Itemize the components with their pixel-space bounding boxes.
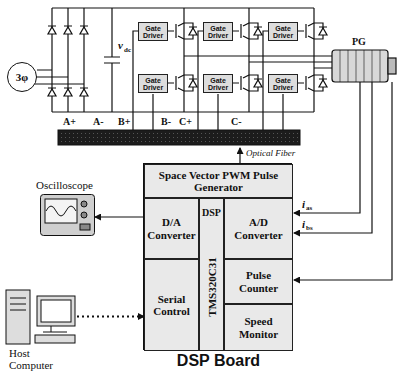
diode-symbol (254, 27, 262, 35)
motor-body (332, 50, 388, 82)
terminal-label: A+ (62, 117, 77, 127)
dsp-block: Serial Control (144, 259, 199, 351)
dc-capacitor (104, 8, 120, 112)
diode-symbol (48, 88, 56, 96)
encoder (388, 58, 396, 74)
igbt-symbol (233, 23, 258, 39)
dsp-block: Space Vector PWM Pulse Generator (144, 164, 293, 198)
diode-symbol (189, 79, 197, 87)
igbt-symbol (168, 23, 193, 39)
gate-driver-label: Gate Driver (270, 25, 296, 39)
encoder-wire (294, 82, 392, 280)
dsp-board: DSP BoardSpace Vector PWM Pulse Generato… (143, 163, 292, 350)
dsp-block: D/A Converter (144, 198, 199, 259)
ac-input-wire (34, 70, 84, 84)
gate-driver-box: Gate Driver (203, 74, 233, 93)
gate-driver-box: Gate Driver (268, 74, 298, 93)
host-computer-icon: Host Computer (5, 288, 77, 345)
subscript: bs (306, 225, 313, 232)
diode-symbol (48, 26, 56, 34)
terminal-label: B+ (117, 117, 131, 127)
ac-source-circle: 3φ (7, 62, 37, 92)
computer-drawing (5, 288, 77, 345)
igbt-symbol (298, 75, 323, 91)
dc-rail (52, 8, 314, 112)
diode-symbol (254, 79, 262, 87)
gate-signal-wire (133, 31, 283, 130)
current-label: i (302, 199, 305, 210)
diode-symbol (80, 26, 88, 34)
gate-interface-bar (58, 130, 300, 145)
terminal-label: A- (92, 117, 105, 127)
source-label: 3φ (16, 71, 28, 83)
host-computer-label: Host Computer (9, 347, 69, 371)
block-label: A/D Converter (226, 216, 291, 240)
oscilloscope-icon: Oscilloscope (40, 194, 95, 236)
gate-driver-label: Gate Driver (140, 25, 166, 39)
inverter-leg (184, 8, 314, 112)
current-sense-wire (294, 82, 372, 233)
dsp-label: DSP (202, 207, 221, 218)
motor-fins (340, 50, 380, 82)
block-label: D/A Converter (146, 216, 197, 240)
signal-line (95, 216, 144, 217)
block-label: Speed Monitor (226, 315, 291, 339)
dsp-block: Pulse Counter (224, 259, 293, 304)
diode-symbol (80, 88, 88, 96)
dsp-block: Speed Monitor (224, 304, 293, 351)
block-label: Serial Control (146, 293, 197, 317)
block-label: Pulse Counter (226, 269, 291, 293)
gate-driver-box: Gate Driver (268, 22, 298, 41)
current-sense-wire (294, 82, 360, 213)
gate-driver-label: Gate Driver (205, 77, 231, 91)
serial-link (77, 316, 144, 318)
terminal-label: C- (230, 117, 243, 127)
dsp-block: A/D Converter (224, 198, 293, 259)
gate-driver-box: Gate Driver (203, 22, 233, 41)
fiber-label: Optical Fiber (246, 149, 295, 158)
gate-driver-box: Gate Driver (138, 22, 168, 41)
gate-driver-label: Gate Driver (140, 77, 166, 91)
phase-wire (184, 56, 332, 68)
terminal-label: C+ (178, 117, 193, 127)
diode-symbol (319, 27, 327, 35)
terminal-label: B- (160, 117, 172, 127)
subscript: as (306, 205, 312, 212)
voltage-label: v (118, 40, 123, 51)
oscilloscope-label: Oscilloscope (36, 179, 93, 191)
diode-symbol (64, 26, 72, 34)
dsp-block: DSP TMS320C31 (199, 198, 224, 351)
diode-symbol (64, 88, 72, 96)
oscilloscope-drawing (40, 194, 95, 236)
encoder-label: PG (352, 37, 366, 47)
current-label: i (302, 219, 305, 230)
optical-fiber-arrow (239, 148, 240, 163)
igbt-symbol (233, 75, 258, 91)
chip-label: TMS320C31 (205, 257, 217, 316)
diode-symbol (319, 79, 327, 87)
gate-driver-label: Gate Driver (270, 77, 296, 91)
board-caption: DSP Board (144, 352, 293, 370)
gate-driver-label: Gate Driver (205, 25, 231, 39)
block-label: Space Vector PWM Pulse Generator (146, 169, 291, 193)
subscript: dc (124, 47, 131, 54)
igbt-symbol (298, 23, 323, 39)
diode-symbol (189, 27, 197, 35)
igbt-symbol (168, 75, 193, 91)
gate-driver-box: Gate Driver (138, 74, 168, 93)
